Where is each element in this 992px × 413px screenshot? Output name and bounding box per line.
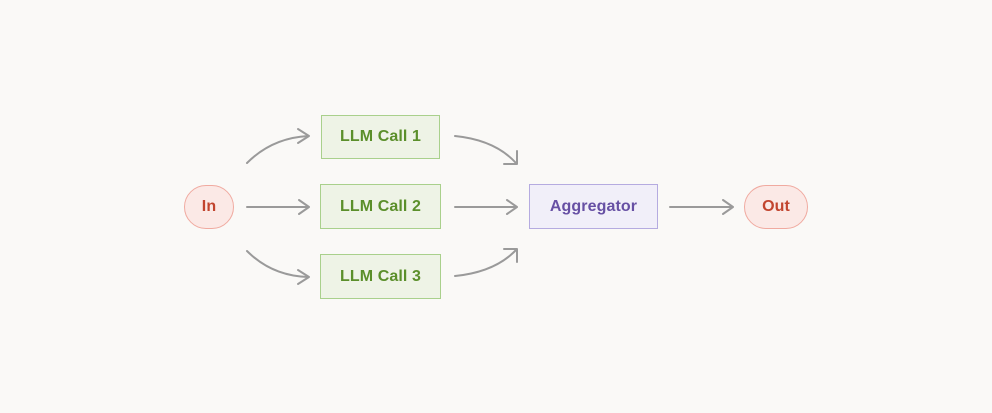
- aggregator-node: Aggregator: [529, 184, 658, 229]
- llm-call-1-node: LLM Call 1: [321, 115, 440, 159]
- input-node: In: [184, 185, 234, 229]
- output-node-label: Out: [762, 198, 790, 215]
- edge-llm-call-2-to-aggregator: [454, 199, 518, 215]
- aggregator-label: Aggregator: [549, 197, 638, 215]
- edge-input-to-llm-call-1: [246, 128, 310, 164]
- llm-call-1-label: LLM Call 1: [339, 128, 421, 145]
- edge-input-to-llm-call-3: [246, 250, 310, 285]
- input-node-label: In: [201, 198, 217, 215]
- output-node: Out: [744, 185, 808, 229]
- llm-call-2-node: LLM Call 2: [320, 184, 441, 229]
- llm-call-2-label: LLM Call 2: [339, 197, 421, 215]
- edge-aggregator-to-output: [669, 199, 734, 215]
- llm-call-3-node: LLM Call 3: [320, 254, 441, 299]
- edge-input-to-llm-call-2: [246, 199, 310, 215]
- llm-call-3-label: LLM Call 3: [339, 267, 421, 285]
- edge-llm-call-1-to-aggregator: [454, 135, 518, 165]
- edge-llm-call-3-to-aggregator: [454, 248, 518, 277]
